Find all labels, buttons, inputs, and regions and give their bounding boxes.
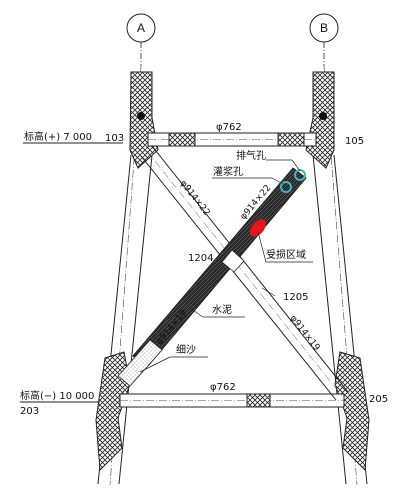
- top-horizontal-brace: [147, 132, 317, 147]
- joint-1204: 1204: [188, 253, 213, 264]
- callout-vent-hole: 排气孔: [236, 149, 301, 172]
- fine-sand-fill: [117, 339, 163, 387]
- member-diag-right: φ914×19: [288, 314, 322, 354]
- lower-left-node: [95, 351, 131, 472]
- svg-text:水泥: 水泥: [212, 303, 232, 316]
- svg-text:受损区域: 受损区域: [266, 248, 306, 261]
- svg-text:标高(+) 7 000: 标高(+) 7 000: [24, 130, 92, 143]
- joint-105: 105: [345, 136, 364, 147]
- upper-right-node: [305, 71, 335, 169]
- damage-area-mark: [250, 219, 266, 237]
- grouted-diagonal-brace: [117, 167, 307, 387]
- upper-right-weld-icon: [319, 112, 327, 120]
- upper-left-weld-icon: [137, 112, 145, 120]
- axis-bubble-b: B: [309, 13, 339, 66]
- joint-1205: 1205: [283, 292, 308, 303]
- callout-fine-sand: 细沙: [139, 343, 208, 373]
- callout-cement: 水泥: [189, 303, 245, 318]
- member-diag-upper-left: φ914×22: [178, 179, 212, 218]
- axis-bubble-a: A: [126, 13, 156, 66]
- upper-left-node: [129, 71, 159, 169]
- joint-103: 103: [105, 133, 124, 144]
- callout-grout-hole: 灌浆孔: [212, 165, 284, 185]
- svg-text:灌浆孔: 灌浆孔: [213, 165, 243, 178]
- svg-text:B: B: [320, 21, 328, 35]
- elevation-upper: 标高(+) 7 000: [23, 130, 123, 144]
- bottom-horizontal-brace: [119, 393, 345, 408]
- callout-damaged-area: 受损区域: [257, 231, 313, 263]
- svg-text:A: A: [137, 21, 145, 35]
- lower-right-node: [334, 351, 370, 472]
- grout-hole-icon: [280, 181, 292, 193]
- joint-203: 203: [20, 406, 39, 417]
- elevation-lower: 标高(−) 10 000: [20, 389, 100, 403]
- svg-text:排气孔: 排气孔: [236, 149, 266, 162]
- member-bottom-horizontal: φ762: [210, 382, 236, 393]
- svg-text:标高(−) 10 000: 标高(−) 10 000: [20, 389, 94, 402]
- vent-hole-icon: [294, 169, 306, 181]
- diagonal-brace-right: [140, 145, 349, 401]
- svg-text:细沙: 细沙: [176, 343, 196, 356]
- joint-205: 205: [369, 394, 388, 405]
- member-top-horizontal: φ762: [216, 122, 242, 133]
